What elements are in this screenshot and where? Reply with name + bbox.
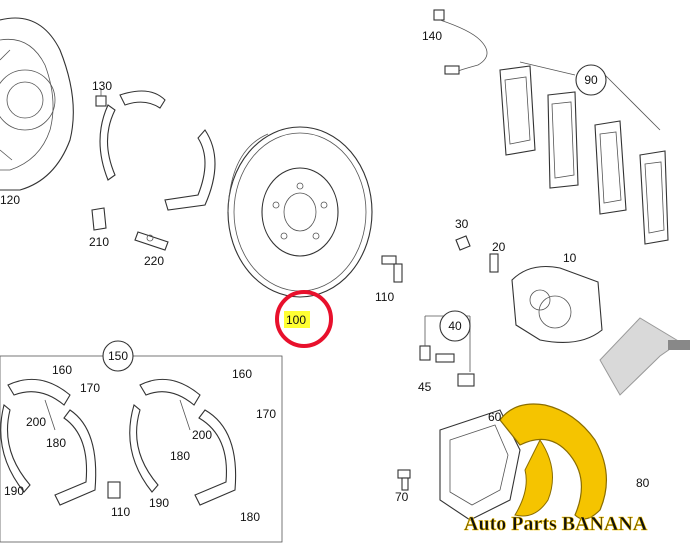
label-40: 40 xyxy=(448,319,462,333)
label-200-right: 200 xyxy=(192,428,212,442)
caliper xyxy=(511,265,603,343)
label-70: 70 xyxy=(395,490,409,504)
callout-40: 40 xyxy=(439,310,471,342)
label-170-left: 170 xyxy=(80,381,100,395)
label-170-right: 170 xyxy=(256,407,276,421)
label-10: 10 xyxy=(563,251,577,265)
label-120: 120 xyxy=(0,193,20,207)
brake-pads xyxy=(499,61,669,245)
parking-brake-kit-box xyxy=(0,355,283,543)
label-220: 220 xyxy=(144,254,164,268)
label-110-lower: 110 xyxy=(111,505,130,519)
clip-210 xyxy=(91,207,107,231)
label-160-right: 160 xyxy=(232,367,252,381)
label-140: 140 xyxy=(422,29,442,43)
bolt-110 xyxy=(381,255,403,283)
label-45: 45 xyxy=(418,380,432,394)
label-30: 30 xyxy=(455,217,469,231)
label-110-upper: 110 xyxy=(375,290,394,304)
label-60: 60 xyxy=(488,410,502,424)
caliper-carrier xyxy=(439,409,521,521)
watermark-graphic xyxy=(499,317,690,520)
bleeder-20 xyxy=(489,253,499,273)
label-100: 100 xyxy=(286,313,306,327)
nut-30 xyxy=(455,235,471,251)
label-190-right: 190 xyxy=(149,496,169,510)
label-130: 130 xyxy=(92,79,112,93)
label-20: 20 xyxy=(492,240,506,254)
parking-brake-shoe-lower xyxy=(164,129,216,211)
label-90: 90 xyxy=(584,73,598,87)
parking-brake-shoe-upper xyxy=(99,90,166,181)
brake-disc xyxy=(227,126,373,298)
label-150: 150 xyxy=(108,349,128,363)
label-80: 80 xyxy=(636,476,650,490)
callout-150: 150 xyxy=(102,340,134,372)
adjuster-220 xyxy=(134,231,169,251)
watermark-text: Auto Parts BANANA xyxy=(464,513,648,535)
label-180-bottom: 180 xyxy=(240,510,260,524)
bolt-70 xyxy=(397,469,411,491)
label-180-left: 180 xyxy=(46,436,66,450)
bolt-130 xyxy=(95,88,107,107)
dust-shield xyxy=(0,17,74,191)
label-210: 210 xyxy=(89,235,109,249)
highlight-100 xyxy=(275,290,333,348)
wear-sensor xyxy=(433,9,488,75)
label-180-right: 180 xyxy=(170,449,190,463)
label-160-left: 160 xyxy=(52,363,72,377)
label-190-left: 190 xyxy=(4,484,24,498)
callout-90: 90 xyxy=(575,64,607,96)
label-200-left: 200 xyxy=(26,415,46,429)
